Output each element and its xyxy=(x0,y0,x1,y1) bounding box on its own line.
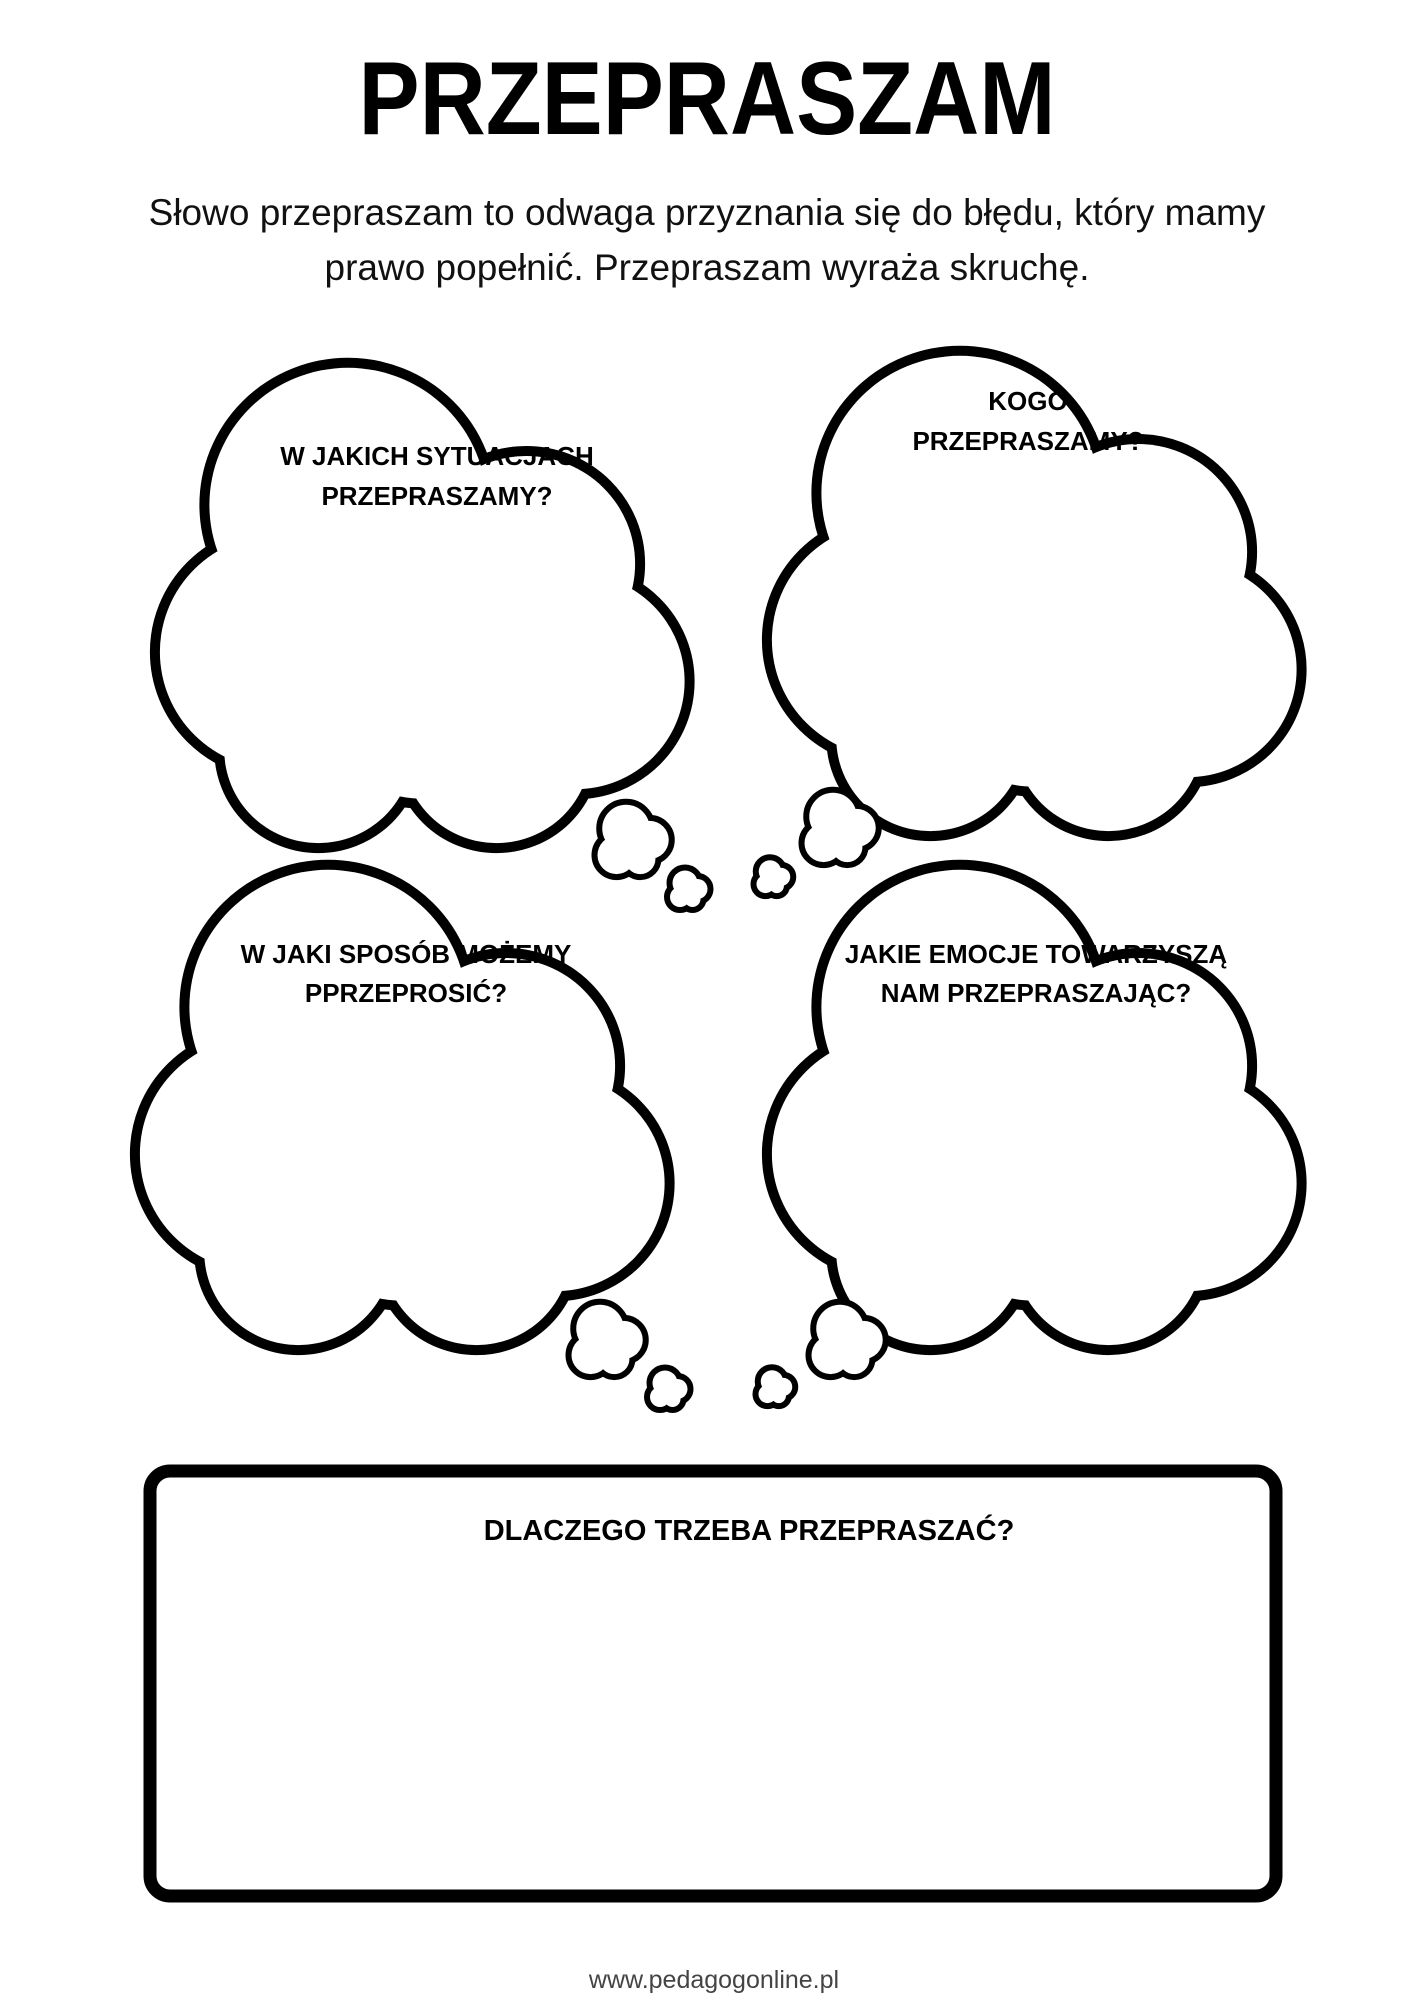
cloud-3-question-line-2: PPRZEPROSIĆ? xyxy=(305,978,507,1008)
thought-puff-1 xyxy=(591,798,675,881)
cloud-fill-lobe xyxy=(758,1385,777,1404)
thought-puff-7 xyxy=(805,1298,889,1381)
subtitle-line-1: Słowo przepraszam to odwaga przyznania s… xyxy=(149,192,1266,233)
cloud-fill-lobe xyxy=(771,1388,786,1404)
cloud-fill-lobe xyxy=(756,875,775,894)
cloud-1-question-line-1: W JAKICH SYTUACJACH xyxy=(280,441,593,471)
answer-box[interactable] xyxy=(143,1464,1283,1903)
footer-url: www.pedagogonline.pl xyxy=(588,1966,839,1994)
thought-puff-8 xyxy=(752,1364,799,1410)
cloud-fill-lobe xyxy=(804,824,843,863)
cloud-fill-lobe xyxy=(684,891,701,907)
cloud-fill-lobe xyxy=(664,1391,681,1407)
thought-puff-4 xyxy=(750,854,797,900)
cloud-4-question-line-2: NAM PRZEPRASZAJĄC? xyxy=(881,978,1192,1008)
thought-puff-5 xyxy=(565,1298,649,1381)
thought-cloud-2[interactable] xyxy=(761,345,1307,842)
cloud-fill-lobe xyxy=(890,1007,1188,1301)
cloud-fill-lobe xyxy=(811,1336,850,1375)
cloud-fill-lobe xyxy=(278,505,576,799)
thought-puff-2 xyxy=(664,864,714,913)
cloud-fill-lobe xyxy=(571,1336,610,1375)
cloud-fill-lobe xyxy=(597,836,636,875)
cloud-1-question-line-2: PRZEPRASZAMY? xyxy=(321,481,552,511)
answer-box-title: DLACZEGO TRZEBA PRZEPRASZAĆ? xyxy=(484,1513,1015,1547)
thought-puff-3 xyxy=(798,786,882,869)
thought-cloud-1[interactable] xyxy=(149,357,695,854)
cloud-fill-lobe xyxy=(650,1387,670,1407)
cloud-2-question-line-2: PRZEPRASZAMY? xyxy=(912,426,1143,456)
thought-cloud-4[interactable] xyxy=(761,859,1307,1356)
cloud-fill-lobe xyxy=(258,1007,556,1301)
subtitle-line-2: prawo popełnić. Przepraszam wyraża skruc… xyxy=(325,247,1090,288)
thought-puff-6 xyxy=(644,1364,694,1413)
cloud-2-question-line-1: KOGO xyxy=(988,386,1067,416)
cloud-fill-lobe xyxy=(625,843,656,875)
cloud-fill-lobe xyxy=(670,887,690,907)
cloud-4-question-line-1: JAKIE EMOCJE TOWARZYSZĄ xyxy=(845,939,1228,969)
cloud-3-question-line-1: W JAKI SPOSÓB MOŻEMY xyxy=(241,939,572,969)
cloud-fill-lobe xyxy=(839,1343,870,1375)
cloud-fill-lobe xyxy=(769,878,784,894)
thought-cloud-3[interactable] xyxy=(129,859,675,1356)
page-title: PRZEPRASZAM xyxy=(359,41,1056,157)
cloud-fill-lobe xyxy=(599,1343,630,1375)
cloud-fill-lobe xyxy=(832,831,863,863)
cloud-fill-lobe xyxy=(890,493,1188,787)
thought-clouds xyxy=(129,345,1307,1413)
